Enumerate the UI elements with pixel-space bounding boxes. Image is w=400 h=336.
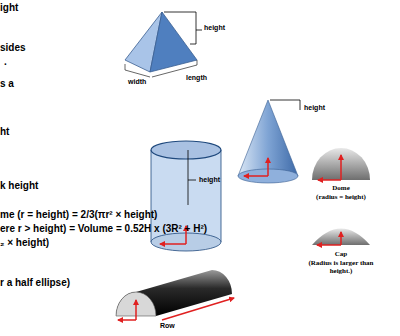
shape-name: Cap: [311, 250, 371, 258]
shape-name: Row: [160, 322, 175, 330]
cut-text: r a half ellipse): [0, 277, 70, 289]
dimension-label: height: [199, 176, 220, 184]
cut-text: sides: [0, 42, 26, 54]
formula: ere r > height) = Volume = 0.52H x (3R² …: [0, 223, 207, 235]
formula: ₂ × height): [0, 237, 49, 249]
cut-text: s a: [0, 78, 14, 90]
dimension-label: height: [204, 24, 225, 32]
shape-name: Dome: [311, 184, 371, 192]
formula: me (r = height) = 2/3(πr² × height): [0, 209, 157, 221]
dimension-label: width: [128, 78, 146, 86]
cut-text: ht: [0, 126, 9, 138]
cut-text: k height: [0, 180, 38, 192]
cut-text: .: [4, 56, 7, 68]
cut-text: ight: [0, 2, 18, 14]
dimension-label: height: [304, 104, 325, 112]
shape-note: (Radius is larger than height.): [308, 259, 374, 275]
shape-note: (radius = height): [303, 193, 379, 201]
dimension-label: length: [186, 74, 207, 82]
